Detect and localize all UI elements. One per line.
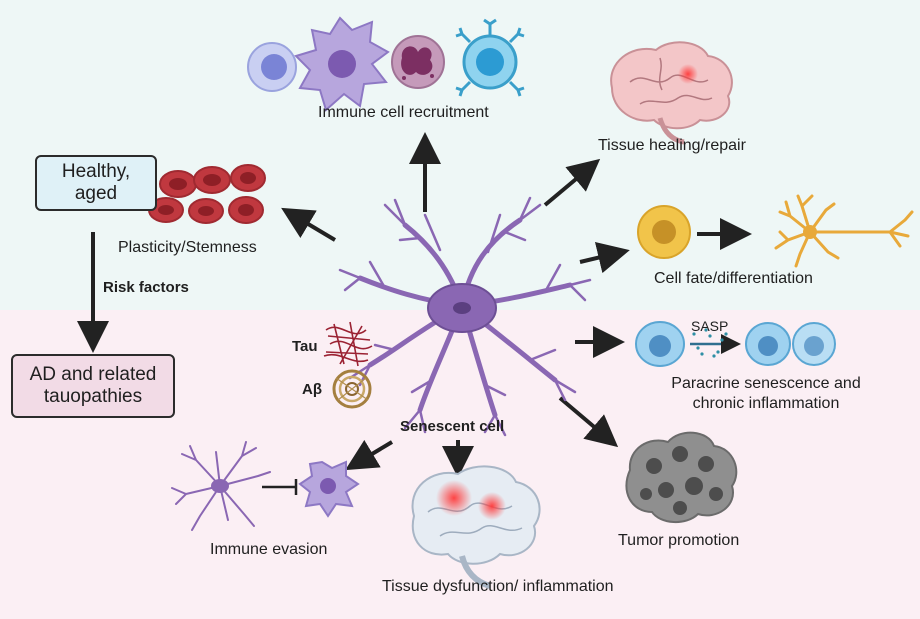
tissue-healing-label: Tissue healing/repair (598, 137, 746, 154)
arrows (77, 132, 752, 478)
tumor-promotion-label: Tumor promotion (618, 532, 740, 549)
senescent-microglia-icon (298, 460, 360, 518)
risk-factors-label: Risk factors (103, 279, 189, 296)
microglia-icon (171, 441, 271, 531)
tumor-cluster-icon (625, 431, 738, 523)
arrow-to-tissue-healing (543, 158, 601, 207)
tissue-dysfunction-label: Tissue dysfunction/ inflammation (382, 578, 614, 595)
senescent-cell-icon (338, 196, 592, 437)
inflamed-brain-icon (411, 465, 541, 589)
healthy-aged-box: Healthy, aged (35, 155, 157, 211)
immune-recruitment-label: Immune cell recruitment (318, 104, 489, 121)
tau-tangle-icon (323, 321, 373, 367)
b-cell-icon (455, 18, 525, 97)
arrow-to-tumor (558, 396, 619, 448)
plasticity-label: Plasticity/Stemness (118, 239, 257, 256)
senescent-cell-label: Senescent cell (400, 418, 505, 435)
immune-cells-icons (247, 16, 525, 112)
abeta-label: Aβ (302, 381, 322, 398)
inhibition-icon (262, 479, 298, 495)
arrow-to-plasticity (281, 207, 337, 242)
tau-label: Tau (292, 338, 318, 355)
arrow-to-immune-evasion (345, 439, 394, 471)
paracrine-cells-icon (635, 321, 836, 367)
lymphocyte-icon (247, 42, 297, 92)
red-blood-cell-icon (148, 164, 266, 224)
ad-tauopathies-box: AD and related tauopathies (11, 354, 175, 418)
macrophage-icon (294, 16, 390, 112)
mature-neuron-icon (774, 194, 914, 268)
arrow-to-cell-fate (579, 241, 630, 274)
paracrine-label: Paracrine senescence and chronic inflamm… (671, 375, 861, 412)
amyloid-plaque-icon (332, 369, 372, 409)
brain-icon (610, 41, 733, 145)
cell-fate-label: Cell fate/differentiation (654, 270, 813, 287)
progenitor-cell-icon (637, 205, 691, 259)
sasp-label: SASP (691, 318, 729, 334)
neutrophil-icon (391, 35, 445, 89)
immune-evasion-label: Immune evasion (210, 541, 328, 558)
